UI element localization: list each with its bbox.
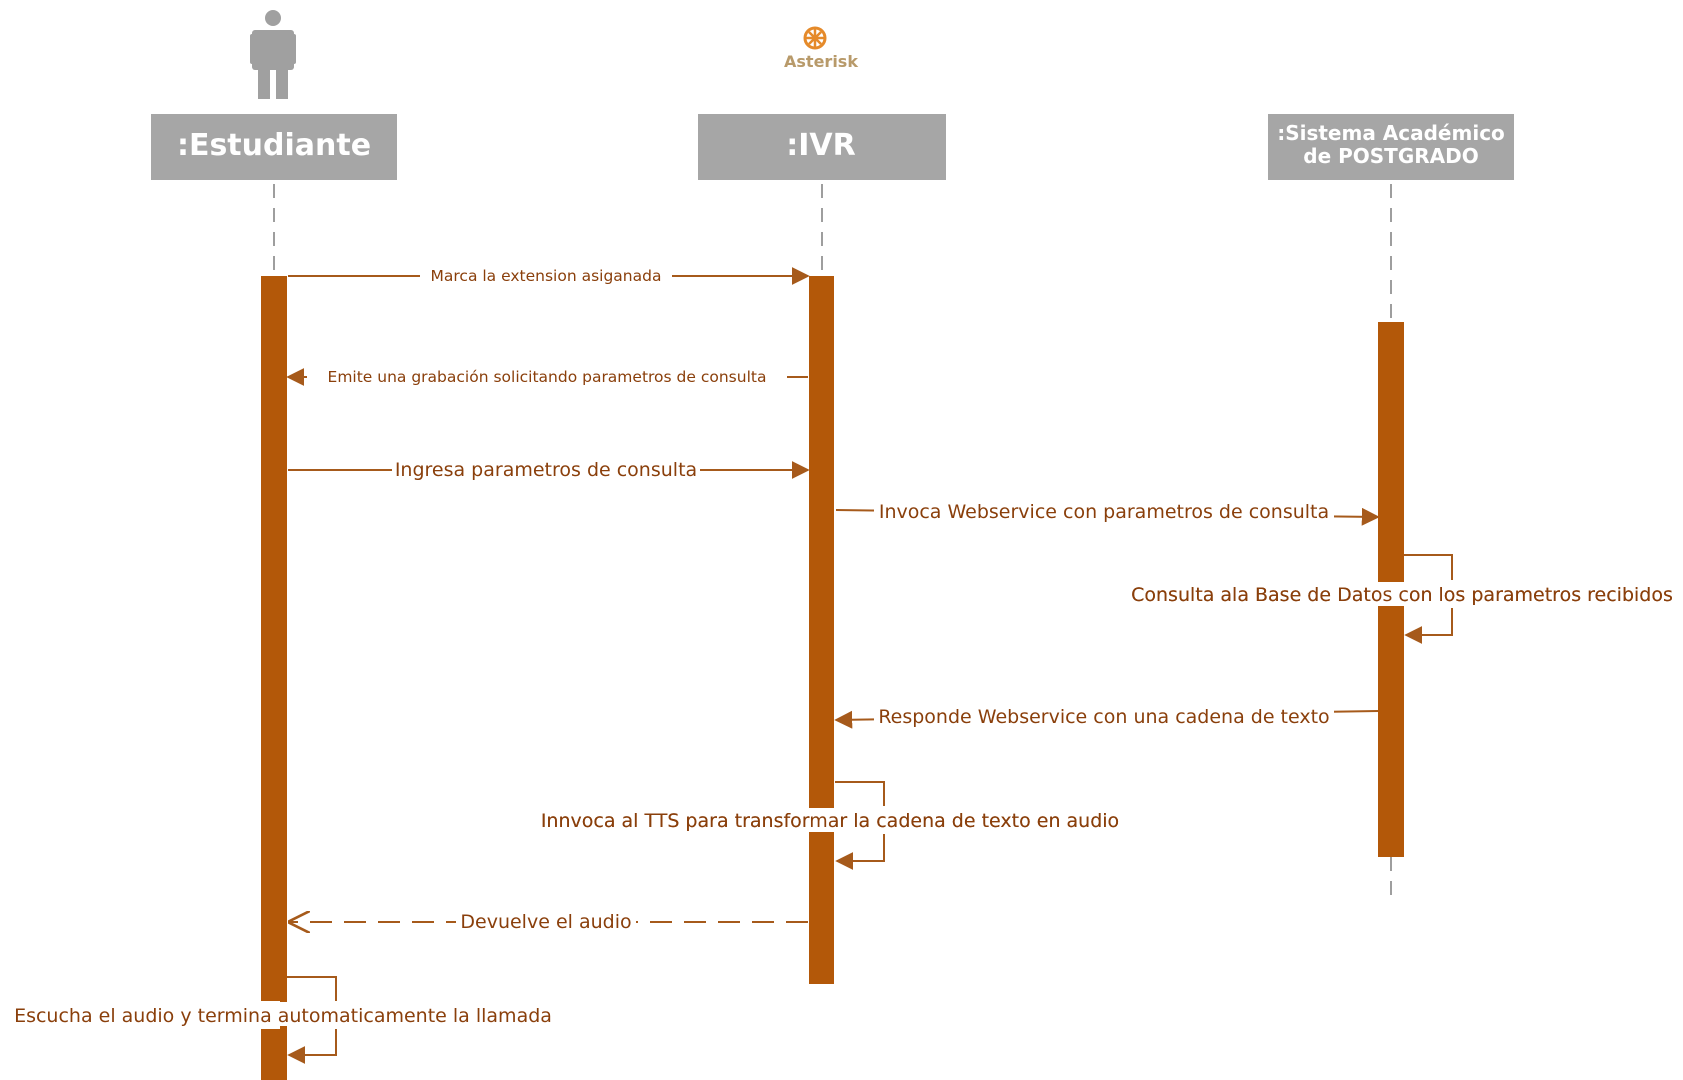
activation-estudiante (261, 276, 287, 1080)
message-7-label-overlay: Innvoca al TTS para transformar la caden… (541, 810, 1119, 832)
message-9-label: Escucha el audio y termina automaticamen… (14, 1005, 552, 1027)
asterisk-logo-icon: Asterisk (784, 26, 858, 71)
participant-estudiante: :Estudiante (151, 114, 397, 180)
message-3: Ingresa parametros de consulta (288, 455, 810, 481)
message-5-label-overlay: Consulta ala Base de Datos con los param… (1131, 584, 1673, 606)
participant-sistema: :Sistema Académico de POSTGRADO (1268, 114, 1514, 180)
participant-ivr-label: :IVR (786, 128, 855, 163)
message-3-label: Ingresa parametros de consulta (395, 459, 697, 481)
message-4-label: Invoca Webservice con parametros de cons… (879, 501, 1329, 523)
participant-sistema-label-line-1: :Sistema Académico (1277, 121, 1505, 145)
message-1: Marca la extension asiganada (288, 262, 810, 286)
message-8: Devuelve el audio (290, 908, 808, 934)
message-9: Escucha el audio y termina automaticamen… (10, 976, 557, 1064)
message-6: Responde Webservice con una cadena de te… (834, 702, 1379, 729)
message-2: Emite una grabación solicitando parametr… (286, 362, 808, 386)
message-8-label: Devuelve el audio (460, 911, 631, 933)
message-1-label: Marca la extension asiganada (431, 267, 662, 285)
message-6-label: Responde Webservice con una cadena de te… (878, 706, 1329, 728)
participant-sistema-label-line-2: de POSTGRADO (1303, 144, 1478, 168)
message-2-label: Emite una grabación solicitando parametr… (328, 368, 767, 386)
participant-estudiante-label: :Estudiante (177, 128, 371, 163)
person-icon (250, 10, 296, 99)
participant-ivr: :IVR (698, 114, 946, 180)
asterisk-logo-text: Asterisk (784, 52, 858, 71)
activation-ivr (809, 276, 834, 984)
message-4: Invoca Webservice con parametros de cons… (835, 497, 1380, 526)
